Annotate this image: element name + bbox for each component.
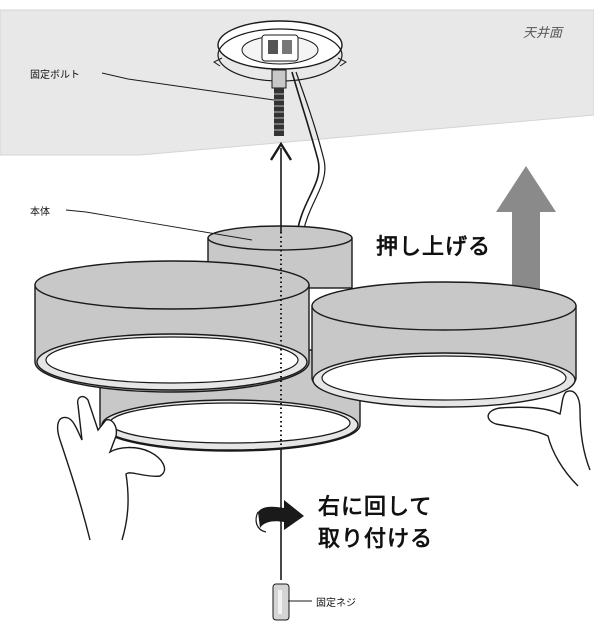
fixing-screw: [272, 583, 290, 621]
ceiling-mount: [213, 20, 347, 82]
rotate-arrow: [258, 500, 304, 530]
ceiling-label: 天井面: [523, 26, 563, 41]
leader-fixing-bolt: [101, 72, 275, 101]
fixing-bolt: [271, 69, 287, 136]
push-up-instruction: 押し上げる: [376, 235, 492, 260]
shade-left: [34, 260, 310, 393]
shade-right: [311, 281, 577, 408]
fixing-bolt-label: 固定ボルト: [30, 70, 80, 81]
ceiling-plane: [0, 9, 594, 156]
left-hand: [56, 395, 166, 541]
turn-instruction-line2: 取り付ける: [318, 527, 434, 552]
push-up-arrow: [496, 166, 556, 312]
rotate-arrow-tail: [255, 511, 267, 533]
power-cable-2: [295, 71, 326, 241]
body-label: 本体: [30, 207, 50, 218]
right-hand: [487, 390, 591, 487]
turn-instruction-line1: 右に回して: [318, 495, 433, 520]
fixing-screw-label: 固定ネジ: [316, 598, 356, 609]
leader-body: [65, 209, 253, 241]
power-cable: [291, 71, 320, 241]
alignment-arrow-head: [269, 141, 293, 161]
